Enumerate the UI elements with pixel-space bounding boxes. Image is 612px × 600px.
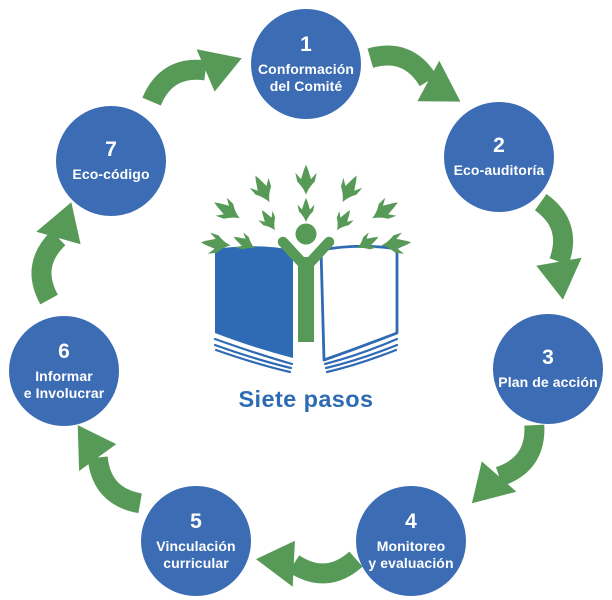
- arrow-body: [142, 59, 207, 106]
- person-head: [295, 223, 317, 245]
- step-number: 1: [300, 32, 312, 56]
- arrow-body: [31, 230, 66, 305]
- book-left-page: [215, 246, 293, 358]
- eco-schools-logo: [200, 164, 412, 374]
- step-label: Eco-código: [72, 166, 150, 183]
- arrow-step4-to-step5: [256, 540, 363, 587]
- step-label: Plan de acción: [498, 374, 598, 391]
- step-number: 2: [493, 134, 505, 158]
- step-number: 3: [542, 346, 554, 370]
- arrow-body: [87, 456, 143, 514]
- arrow-body: [367, 45, 437, 87]
- arrow-body: [288, 551, 363, 584]
- leaf-icon: [200, 232, 231, 254]
- step-label: Conformación del Comité: [257, 60, 355, 94]
- leaf-icon: [340, 175, 363, 203]
- arrow-step3-to-step4: [471, 424, 545, 504]
- book-right-page: [319, 244, 399, 362]
- arrow-step2-to-step3: [534, 194, 582, 300]
- book-right-page-edges: [323, 337, 399, 374]
- step-circle-6: 6 Informar e Involucrar: [9, 316, 119, 426]
- arrow-body: [495, 424, 545, 487]
- step-label: Eco-auditoría: [453, 162, 545, 179]
- leaf-icon: [295, 164, 317, 195]
- step-label: Informar e Involucrar: [23, 367, 105, 401]
- leaf-icon: [214, 197, 240, 219]
- leaf-icon: [357, 232, 379, 250]
- step-number: 7: [105, 138, 117, 162]
- arrow-head: [196, 49, 242, 92]
- step-circle-3: 3 Plan de acción: [493, 314, 603, 424]
- arrow-head: [36, 202, 81, 245]
- arrow-head: [77, 425, 117, 471]
- step-circle-5: 5 Vinculación curricular: [141, 486, 251, 596]
- step-number: 5: [190, 509, 202, 533]
- step-circle-4: 4 Monitoreo y evaluación: [356, 486, 466, 596]
- leaf-icon: [258, 210, 276, 231]
- step-number: 6: [58, 339, 70, 363]
- arrow-head: [471, 461, 517, 504]
- leaf-icon: [336, 210, 354, 231]
- leaf-icon: [249, 175, 272, 203]
- arrow-head: [256, 540, 295, 587]
- book-left-page-edges: [213, 337, 294, 374]
- person-trunk: [298, 257, 314, 342]
- tree-leaves: [200, 164, 412, 254]
- arrow-step7-to-step1: [142, 49, 242, 106]
- step-circle-2: 2 Eco-auditoría: [444, 102, 554, 212]
- arrow-head: [536, 257, 582, 300]
- step-circle-1: 1 Conformación del Comité: [251, 9, 361, 119]
- leaf-icon: [372, 197, 398, 219]
- arrow-step1-to-step2: [367, 45, 461, 102]
- leaf-icon: [233, 232, 255, 250]
- step-number: 4: [405, 509, 417, 533]
- person-arms: [277, 236, 335, 273]
- leaf-icon: [381, 232, 412, 254]
- step-label: Monitoreo y evaluación: [368, 537, 454, 571]
- arrow-step6-to-step7: [31, 202, 81, 305]
- cycle-arrows: [31, 45, 582, 587]
- diagram-title: Siete pasos: [238, 386, 374, 412]
- step-circle-7: 7 Eco-código: [56, 106, 166, 216]
- arrow-step5-to-step6: [77, 425, 143, 514]
- arrow-body: [534, 194, 574, 266]
- step-label: Vinculación curricular: [156, 537, 236, 571]
- arrow-head: [417, 60, 461, 102]
- leaf-icon: [297, 198, 315, 222]
